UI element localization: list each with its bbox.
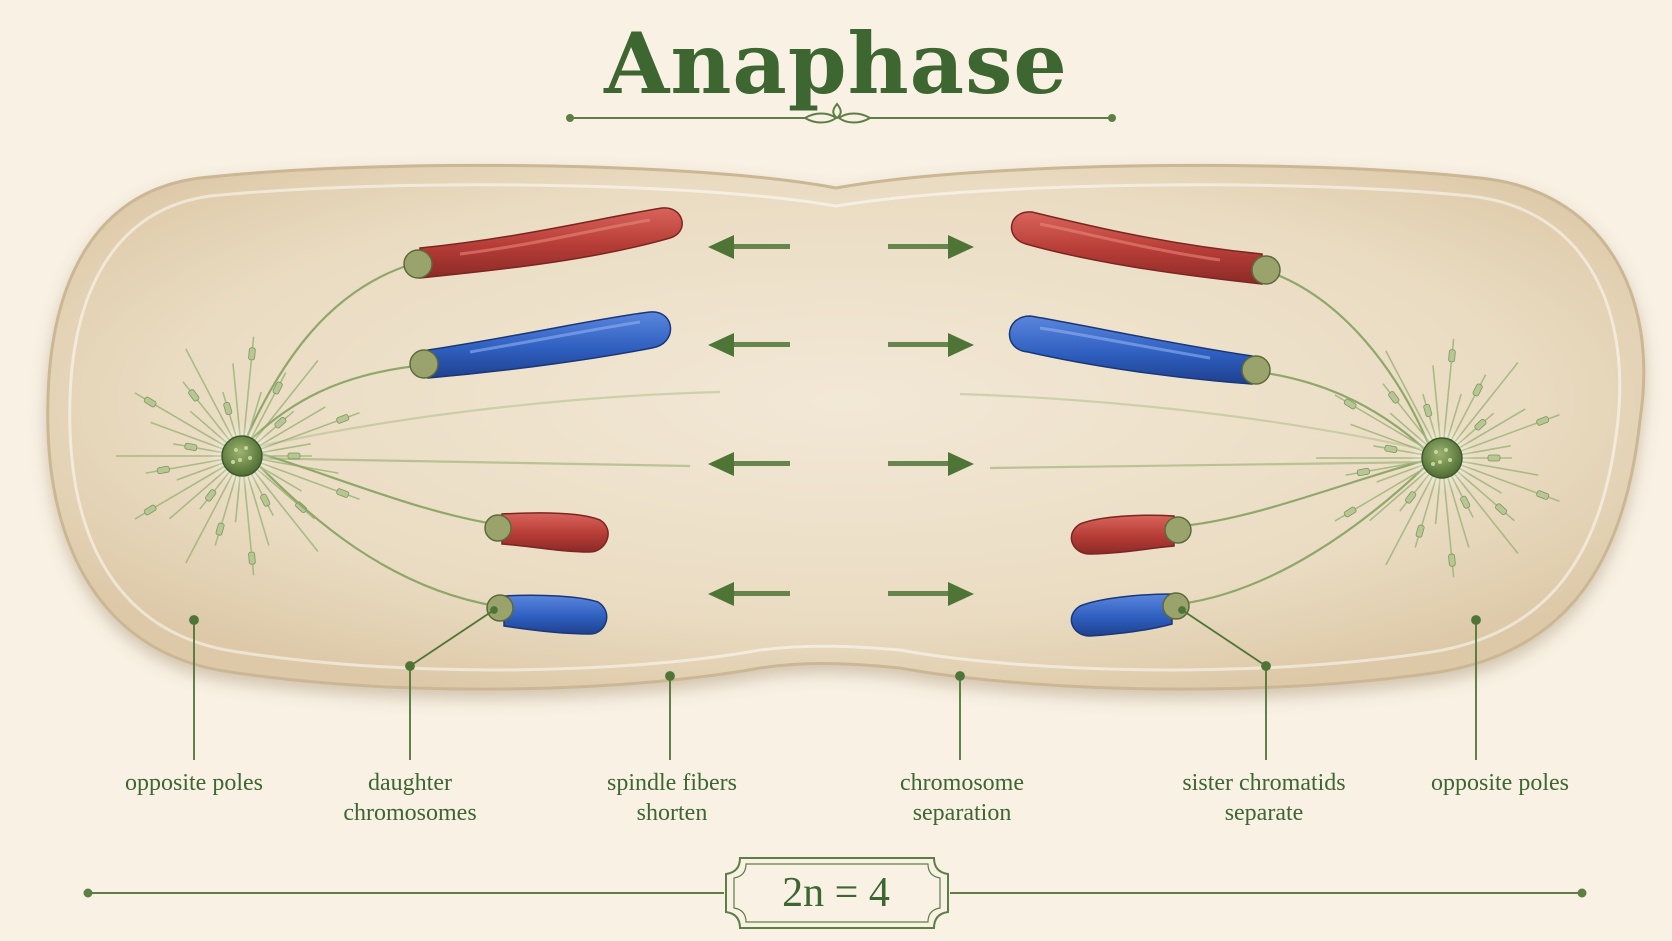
centrosome-icon [1408, 424, 1476, 492]
microtubule-segment [336, 488, 350, 498]
left-arrow-icon [708, 333, 790, 357]
title-ornament [566, 102, 1116, 124]
microtubule-segment [223, 401, 233, 416]
right-arrow-icon [888, 235, 974, 259]
label-text: daughter [368, 770, 452, 796]
microtubule-segment [205, 489, 217, 502]
label-text: opposite poles [125, 770, 263, 796]
left-arrow-icon [708, 582, 790, 606]
page-title: Anaphase [604, 14, 1068, 113]
centromere [1251, 255, 1281, 285]
formula-frame [83, 857, 1587, 929]
microtubule-segment [248, 347, 256, 361]
chromosome-red-short-right [1070, 514, 1192, 555]
separation-arrows [708, 235, 974, 606]
title-flourish-icon [803, 102, 872, 124]
centromere [1241, 355, 1271, 385]
microtubule-segment [1356, 467, 1370, 477]
right-arrow-icon [888, 582, 974, 606]
centromere [1162, 592, 1190, 620]
label-text: chromosomes [343, 800, 477, 826]
microtubule-segment [272, 381, 283, 395]
microtubule-segment [1423, 403, 1433, 418]
chromosomes [403, 207, 1281, 637]
ploidy-formula: 2n = 4 [782, 870, 890, 916]
centromere [1164, 516, 1192, 544]
label-text: chromosome [900, 770, 1024, 796]
centromere [403, 249, 433, 279]
chromosome-red-short-left [484, 512, 609, 553]
microtubule-segment [1536, 490, 1550, 500]
microtubule-segment [295, 501, 308, 514]
label-text: shorten [636, 800, 708, 826]
microtubule-segment [1536, 416, 1550, 426]
formula-box: 2n = 4 [722, 855, 950, 931]
label-opposite-poles-left: opposite poles [74, 768, 314, 798]
microtubule-segment [1474, 418, 1487, 431]
chromosome-blue-long-left [409, 311, 672, 379]
label-opposite-poles-right: opposite poles [1380, 768, 1620, 798]
chromosome-blue-short-left [486, 594, 608, 635]
microtubule-segment [1460, 495, 1471, 509]
microtubule-segment [143, 396, 157, 408]
chromosome-red-long-left [403, 207, 683, 279]
label-chromosome-separation: chromosome separation [842, 768, 1082, 828]
microtubule-segment [1415, 524, 1425, 538]
centromere [484, 514, 512, 542]
microtubule-segment [1472, 383, 1483, 397]
centrosome-icon [208, 422, 276, 490]
microtubule-segment [1448, 553, 1456, 567]
microtubule-segment [1495, 503, 1508, 516]
chromosome-red-long-right [1010, 211, 1281, 285]
microtubule-segment [1343, 506, 1357, 518]
label-sister-chromatids-separate: sister chromatids separate [1144, 768, 1384, 828]
microtubule-segment [184, 442, 198, 452]
microtubule-segment [274, 416, 287, 429]
microtubule-segment [260, 493, 271, 507]
chromosome-blue-short-right [1070, 592, 1190, 637]
microtubule-segment [1343, 398, 1357, 410]
centromere [409, 349, 439, 379]
right-arrow-icon [888, 452, 974, 476]
label-text: separation [912, 800, 1012, 826]
microtubule-segment [1388, 391, 1400, 404]
leader-lines [189, 606, 1481, 760]
cell-membrane [46, 163, 1646, 691]
microtubule-segment [336, 414, 350, 424]
microtubule-segment [248, 551, 256, 565]
chromosome-blue-long-right [1008, 315, 1271, 385]
label-text: spindle fibers [607, 770, 737, 796]
cell [46, 163, 1646, 691]
centromere [486, 594, 514, 622]
label-text: separate [1224, 800, 1304, 826]
microtubule-segment [188, 389, 200, 402]
microtubule-segment [156, 465, 170, 475]
microtubule-segment [1487, 454, 1501, 462]
microtubule-segment [1384, 444, 1398, 454]
label-spindle-fibers-shorten: spindle fibers shorten [552, 768, 792, 828]
label-text: sister chromatids [1182, 770, 1346, 796]
label-daughter-chromosomes: daughter chromosomes [290, 768, 530, 828]
microtubule-segment [1405, 491, 1417, 504]
left-arrow-icon [708, 235, 790, 259]
left-arrow-icon [708, 452, 790, 476]
label-text: opposite poles [1431, 770, 1569, 796]
right-arrow-icon [888, 333, 974, 357]
microtubule-segment [143, 504, 157, 516]
microtubule-segment [215, 522, 225, 536]
microtubule-segment [1448, 349, 1456, 363]
